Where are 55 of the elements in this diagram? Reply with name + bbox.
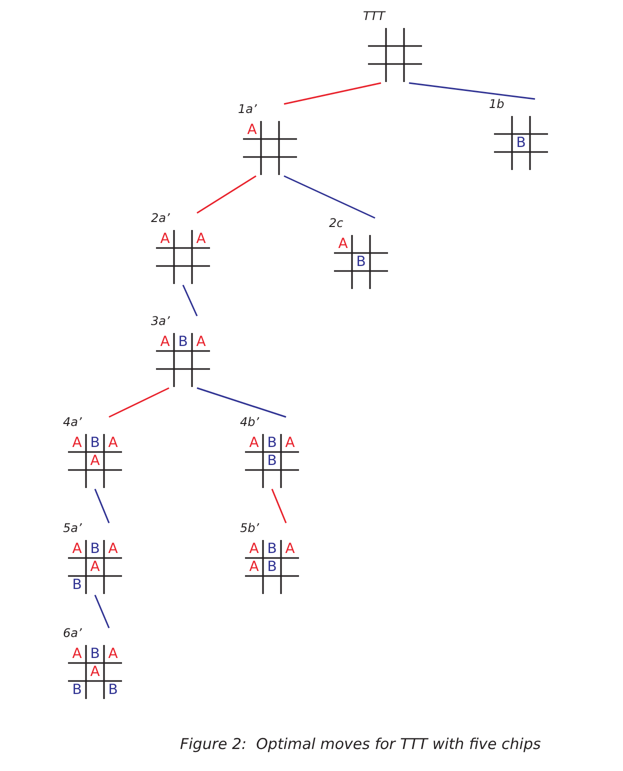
cell-letter: A [87,559,103,575]
figure-caption: Figure 2: Optimal moves for TTT with five chips [180,735,541,753]
cell-letter: A [157,334,173,350]
cell-letter: A [335,236,351,252]
connector-line [196,175,256,214]
cell-letter: A [244,122,260,138]
cell-letter: B [264,541,280,557]
cell-letter: A [193,334,209,350]
board-label: 5a’ [63,521,82,535]
cell-letter: B [264,435,280,451]
cell-letter: B [264,453,280,469]
cell-letter: B [513,135,529,151]
cell-letter: B [69,577,85,593]
cell-letter: A [193,231,209,247]
board-label: 4b’ [240,415,260,429]
connector-line [94,488,110,524]
board-label: TTT [363,9,385,23]
board-label: 1b [489,97,504,111]
cell-letter: B [105,682,121,698]
connector-line [408,82,536,100]
cell-letter: A [246,559,262,575]
cell-letter: A [282,435,298,451]
cell-letter: A [246,541,262,557]
cell-letter: A [157,231,173,247]
cell-letter: A [105,435,121,451]
connector-line [271,488,287,524]
cell-letter: A [69,541,85,557]
board-label: 2c [329,216,344,230]
connector-line [94,594,110,628]
connector-line [182,284,198,316]
board-label: 3a’ [151,314,170,328]
cell-letter: B [69,682,85,698]
board-label: 2a’ [151,211,170,225]
cell-letter: B [264,559,280,575]
cell-letter: A [246,435,262,451]
connector-line [196,387,286,418]
board-label: 5b’ [240,521,260,535]
cell-letter: A [69,646,85,662]
cell-letter: B [87,435,103,451]
cell-letter: A [87,453,103,469]
cell-letter: A [69,435,85,451]
connector-line [284,175,376,219]
cell-letter: B [87,646,103,662]
cell-letter: A [87,664,103,680]
board-label: 4a’ [63,415,82,429]
cell-letter: B [353,254,369,270]
cell-letter: B [87,541,103,557]
cell-letter: B [175,334,191,350]
board-label: 1a’ [238,102,257,116]
connector-line [284,82,382,105]
cell-letter: A [105,646,121,662]
cell-letter: A [105,541,121,557]
connector-line [108,387,170,418]
board-label: 6a’ [63,626,82,640]
cell-letter: A [282,541,298,557]
